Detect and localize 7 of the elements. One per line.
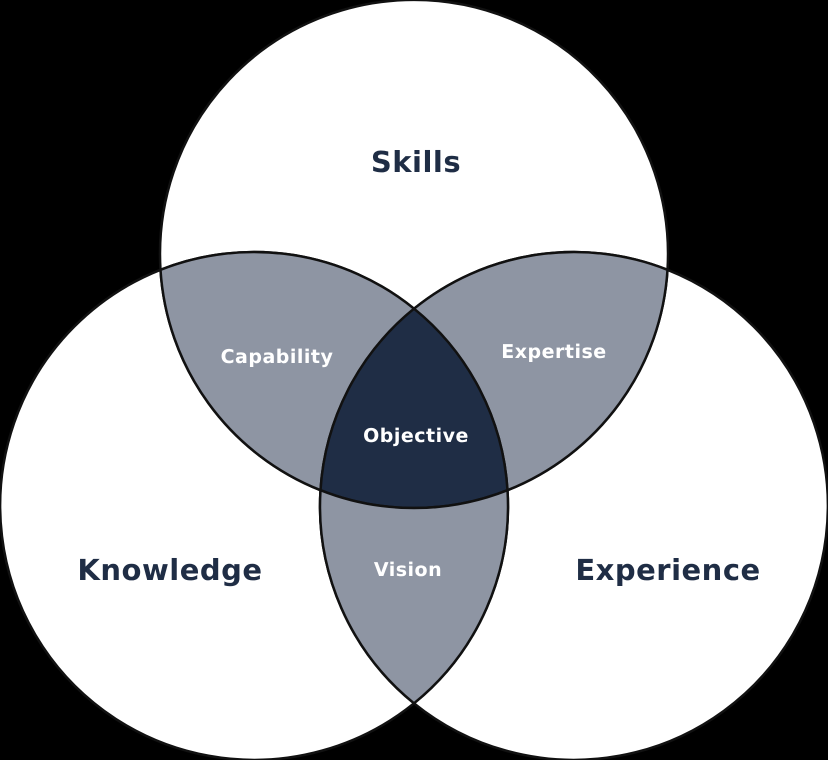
set-label: Experience [575, 553, 761, 587]
intersection-label: Capability [220, 346, 334, 368]
intersection-label: Objective [363, 425, 469, 447]
intersection-label: Expertise [501, 341, 607, 363]
intersection-label: Vision [374, 559, 442, 581]
set-label: Knowledge [77, 553, 263, 587]
set-label: Skills [370, 145, 462, 179]
